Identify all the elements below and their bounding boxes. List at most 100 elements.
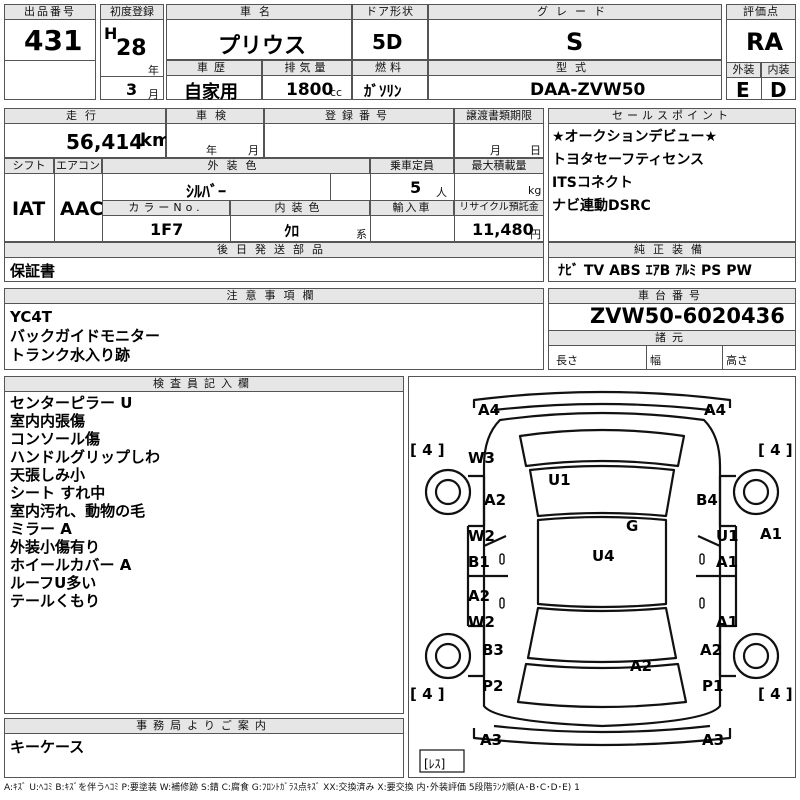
length-label: 長さ — [556, 354, 578, 367]
color-no-label: カラーNo. — [102, 200, 230, 216]
mileage: 56,414 — [66, 130, 144, 154]
tire-mark: [ 4 ] — [410, 685, 445, 703]
score: RA — [746, 28, 784, 56]
equipment-label: 純正装備 — [548, 242, 796, 258]
displacement: 1800 — [286, 80, 334, 100]
inspector-note: センターピラー U — [10, 394, 133, 412]
inspector-note: ホイールカバー A — [10, 556, 132, 574]
color-label: 外装色 — [102, 158, 370, 174]
office-note: キーケース — [10, 738, 85, 756]
later-parts-label: 後日発送部品 — [4, 242, 544, 258]
inspector-note: 室内汚れ、動物の毛 — [10, 502, 146, 520]
era: H — [104, 24, 118, 43]
damage-mark: U1 — [716, 527, 739, 545]
damage-mark: A4 — [478, 401, 501, 419]
note-line: トランク水入り跡 — [10, 346, 131, 364]
car-diagram — [419, 390, 780, 773]
color-no: 1F7 — [150, 220, 184, 239]
reg-year: 28 — [116, 36, 147, 61]
damage-mark: U1 — [548, 471, 571, 489]
damage-mark: W2 — [468, 613, 495, 631]
inspector-note: 室内内張傷 — [10, 412, 86, 430]
ac-label: エアコン — [54, 158, 102, 174]
capacity-label: 乗車定員 — [370, 158, 454, 174]
inspector-note: テールくもり — [10, 592, 101, 610]
exterior-color: ｼﾙﾊﾞｰ — [186, 182, 227, 201]
grade-label: グレード — [428, 4, 722, 20]
import-label: 輸入車 — [370, 200, 454, 216]
chassis-label: 車台番号 — [548, 288, 796, 304]
model: DAA-ZVW50 — [530, 80, 646, 100]
door-label: ドア形状 — [352, 4, 428, 20]
notes-label: 注意事項欄 — [4, 288, 544, 304]
damage-mark: A2 — [468, 587, 491, 605]
history: 自家用 — [184, 82, 238, 103]
recycle-fee: 11,480 — [472, 220, 534, 239]
interior-color: ｸﾛ — [284, 222, 300, 240]
inspector-box — [4, 376, 404, 714]
width-label: 幅 — [650, 354, 661, 367]
tire-mark: [ 4 ] — [758, 685, 793, 703]
interior-color-unit: 系 — [356, 228, 367, 241]
shift: IAT — [12, 198, 46, 220]
damage-mark: G — [626, 517, 639, 535]
inspector-note: シート すれ中 — [10, 484, 106, 502]
fuel: ｶﾞｿﾘﾝ — [364, 82, 402, 100]
year-unit: 年 — [148, 64, 159, 77]
exterior-grade: E — [736, 78, 750, 102]
tire-mark: [ 4 ] — [758, 441, 793, 459]
damage-mark: A2 — [630, 657, 653, 675]
office-label: 事務局よりご案内 — [4, 718, 404, 734]
reg-month: 3 — [126, 80, 138, 99]
damage-mark: B4 — [696, 491, 718, 509]
damage-mark: A1 — [716, 613, 739, 631]
damage-mark: B1 — [468, 553, 490, 571]
sales-point: ITSコネクト — [552, 175, 633, 191]
month-unit: 月 — [148, 88, 159, 101]
lot-box — [4, 4, 96, 100]
interior-color-label: 内装色 — [230, 200, 370, 216]
sales-points-box — [548, 108, 796, 242]
capacity: 5 — [410, 178, 422, 197]
recycle-unit: 円 — [530, 228, 541, 241]
interior-grade: D — [770, 78, 787, 102]
legend: A:ｷｽﾞ U:ﾍｺﾐ B:ｷｽﾞを伴うﾍｺﾐ P:要塗装 W:補修跡 S:錆 … — [4, 783, 580, 793]
max-load-label: 最大積載量 — [454, 158, 544, 174]
mileage-unit: km — [140, 130, 171, 151]
damage-mark: A2 — [484, 491, 507, 509]
spec-label: 諸元 — [548, 330, 796, 346]
displacement-label: 排気量 — [262, 60, 352, 76]
grade: S — [566, 28, 584, 56]
damage-mark: P1 — [702, 677, 724, 695]
damage-mark: B3 — [482, 641, 504, 659]
note-line: バックガイドモニター — [10, 327, 161, 345]
door-type: 5D — [372, 30, 403, 54]
height-label: 高さ — [726, 354, 748, 367]
note-line: YC4T — [10, 308, 53, 326]
equipment-list: ﾅﾋﾞ TV ABS ｴｱB ｱﾙﾐ PS PW — [558, 263, 752, 279]
inspection-month-unit: 月 — [248, 144, 259, 157]
mileage-label: 走行 — [4, 108, 166, 124]
damage-mark: A3 — [480, 731, 503, 749]
registration-label: 初度登録 — [100, 4, 164, 20]
history-label: 車歴 — [166, 60, 262, 76]
sales-point: トヨタセーフティセンス — [552, 152, 705, 168]
displacement-unit: cc — [330, 86, 343, 99]
later-parts: 保証書 — [10, 262, 56, 280]
damage-mark: P2 — [482, 677, 504, 695]
sales-point: ★オークションデビュー★ — [552, 129, 718, 145]
recycle-label: リサイクル預託金 — [454, 200, 544, 216]
inspector-note: ルーフU多い — [10, 574, 97, 592]
score-label: 評価点 — [726, 4, 796, 20]
sales-point: ナビ連動DSRC — [552, 198, 651, 214]
damage-mark: A1 — [716, 553, 739, 571]
car-name-label: 車名 — [166, 4, 352, 20]
regno-label: 登録番号 — [264, 108, 454, 124]
capacity-unit: 人 — [436, 186, 447, 199]
inspector-note: ミラー A — [10, 520, 72, 538]
inspection-label: 車検 — [166, 108, 264, 124]
lot-label: 出品番号 — [4, 4, 96, 20]
transfer-day-unit: 日 — [530, 144, 541, 157]
damage-mark: W3 — [468, 449, 495, 467]
max-load-unit: kg — [528, 184, 542, 197]
